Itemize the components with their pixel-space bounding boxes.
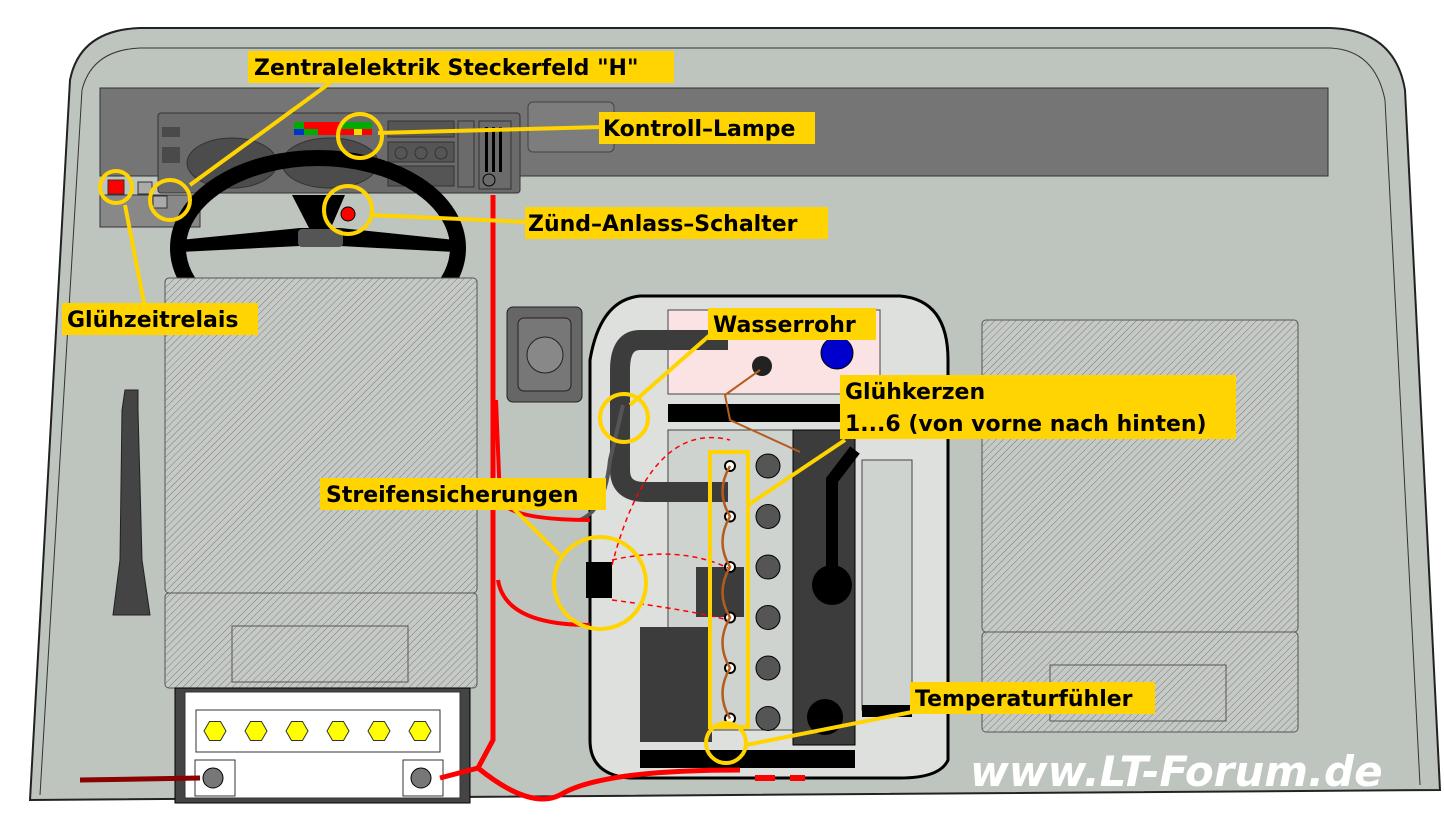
switch xyxy=(162,147,180,163)
battery-cell xyxy=(203,720,227,742)
cylinder xyxy=(755,453,781,479)
hose xyxy=(826,446,860,590)
battery-negative-terminal xyxy=(202,767,224,789)
sensor-wire xyxy=(723,369,801,453)
switch-column xyxy=(457,120,475,188)
cylinder xyxy=(755,655,781,681)
svg-text:Zünd–Anlass–Schalter: Zünd–Anlass–Schalter xyxy=(528,212,798,237)
svg-text:Glühzeitrelais: Glühzeitrelais xyxy=(67,308,239,333)
callouts xyxy=(98,81,913,765)
cylinder xyxy=(755,706,781,731)
ignition-switch xyxy=(340,206,356,222)
coolant-cap xyxy=(820,336,854,370)
power-wire xyxy=(439,195,496,781)
warning-lamps xyxy=(294,122,372,135)
cylinder xyxy=(755,504,781,529)
svg-text:1...6 (von vorne nach hinten): 1...6 (von vorne nach hinten) xyxy=(845,412,1207,437)
svg-text:Zentralelektrik Steckerfeld "H: Zentralelektrik Steckerfeld "H" xyxy=(254,56,638,81)
battery-cell xyxy=(367,720,391,742)
ground-strap xyxy=(79,775,201,783)
cylinder xyxy=(755,605,781,630)
battery-cell xyxy=(408,720,432,742)
watermark: www.LT-Forum.de xyxy=(970,747,1383,796)
cylinder xyxy=(755,554,781,580)
label-gluehkerzen: Glühkerzen 1...6 (von vorne nach hinten) xyxy=(840,375,1236,439)
battery-cells xyxy=(203,720,432,742)
label-temperaturfuehler: Temperaturfühler xyxy=(910,682,1155,714)
battery-cell xyxy=(244,720,268,742)
display xyxy=(387,120,455,138)
label-streifensicherungen: Streifensicherungen xyxy=(320,478,606,510)
svg-text:Glühkerzen: Glühkerzen xyxy=(845,380,985,405)
battery-cell xyxy=(326,720,350,742)
battery-cell xyxy=(285,720,309,742)
label-wasserrohr: Wasserrohr xyxy=(708,308,876,340)
switch xyxy=(162,127,180,137)
label-kontroll-lampe: Kontroll–Lampe xyxy=(599,112,815,144)
label-zentralelektrik: Zentralelektrik Steckerfeld "H" xyxy=(248,51,674,83)
battery-positive-terminal xyxy=(410,767,432,789)
gear-lever xyxy=(112,389,151,616)
inner-outline xyxy=(39,47,1421,796)
svg-text:Kontroll–Lampe: Kontroll–Lampe xyxy=(603,117,795,142)
glow-relay xyxy=(107,179,125,195)
main-wire xyxy=(476,766,741,802)
strip-fuses xyxy=(586,562,612,598)
label-zuend-schalter: Zünd–Anlass–Schalter xyxy=(525,207,828,239)
svg-text:Wasserrohr: Wasserrohr xyxy=(713,313,856,338)
svg-text:Streifensicherungen: Streifensicherungen xyxy=(326,483,579,508)
svg-text:Temperaturfühler: Temperaturfühler xyxy=(915,687,1133,712)
label-gluehzeitrelais: Glühzeitrelais xyxy=(62,303,258,335)
power-wire-3 xyxy=(496,579,591,627)
passenger-seat xyxy=(981,319,1299,633)
glow-plug-bus-wire xyxy=(721,465,732,720)
driver-seat-cushion xyxy=(231,625,409,683)
